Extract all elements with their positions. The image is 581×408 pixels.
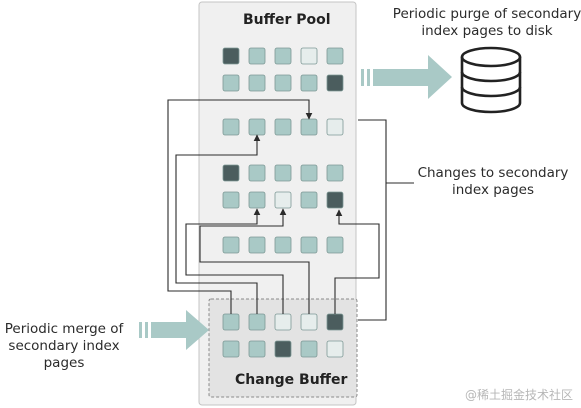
connector-line [185,208,284,314]
changes-label-line-2: index pages [452,182,534,198]
changes-label-line-1: Changes to secondary [417,165,569,181]
changes-label: Changes to secondary index pages [414,165,572,199]
buffer-pool-page [326,47,344,65]
change-buffer-page [274,313,292,331]
purge-label: Periodic purge of secondary index pages … [392,6,581,40]
merge-label-line-2: secondary index [8,338,120,354]
change-buffer-pages [222,313,344,358]
change-buffer-page [274,340,292,358]
buffer-pool-page [222,191,240,209]
buffer-pool-page [300,118,318,136]
buffer-pool-pages [222,47,344,254]
buffer-pool-page [274,47,292,65]
connector-line [175,134,261,314]
buffer-pool-page [300,74,318,92]
buffer-pool-page [248,236,266,254]
connector-line [334,209,380,314]
buffer-pool-page [300,191,318,209]
buffer-pool-page [326,74,344,92]
buffer-pool-page [222,74,240,92]
change-buffer-page [300,340,318,358]
merge-label: Periodic merge of secondary index pages [0,321,130,372]
change-buffer-page [248,313,266,331]
purge-label-line-1: Periodic purge of secondary [392,6,581,22]
buffer-pool-page [222,164,240,182]
buffer-pool-page [248,74,266,92]
buffer-pool-page [274,191,292,209]
change-buffer-page [248,340,266,358]
connector-line [199,208,310,314]
merge-label-line-1: Periodic merge of [4,321,124,337]
buffer-pool-page [274,118,292,136]
change-connectors [167,99,380,314]
buffer-pool-page [248,191,266,209]
merge-label-line-3: pages [43,355,85,371]
change-buffer-page [300,313,318,331]
change-buffer-page [222,313,240,331]
buffer-pool-page [274,236,292,254]
buffer-pool-page [300,47,318,65]
database-icon [460,46,522,114]
buffer-pool-page [222,118,240,136]
buffer-pool-page [326,191,344,209]
buffer-pool-page [248,118,266,136]
buffer-pool-title: Buffer Pool [243,12,331,28]
buffer-pool-page [326,118,344,136]
watermark: @稀土掘金技术社区 [464,388,573,402]
change-buffer-page [326,313,344,331]
purge-arrow-icon [361,55,452,99]
changes-bracket [358,119,387,321]
purge-label-line-2: index pages to disk [421,23,553,39]
buffer-pool-page [300,236,318,254]
buffer-pool-page [274,74,292,92]
buffer-pool-page [300,164,318,182]
merge-arrow-icon [139,310,209,350]
buffer-pool-page [274,164,292,182]
buffer-pool-page [248,164,266,182]
buffer-pool-page [222,47,240,65]
buffer-pool-page [248,47,266,65]
change-buffer-page [222,340,240,358]
buffer-pool-page [326,236,344,254]
buffer-pool-page [326,164,344,182]
change-buffer-title: Change Buffer [235,372,348,388]
connector-line [167,99,313,314]
buffer-pool-page [222,236,240,254]
change-buffer-page [326,340,344,358]
